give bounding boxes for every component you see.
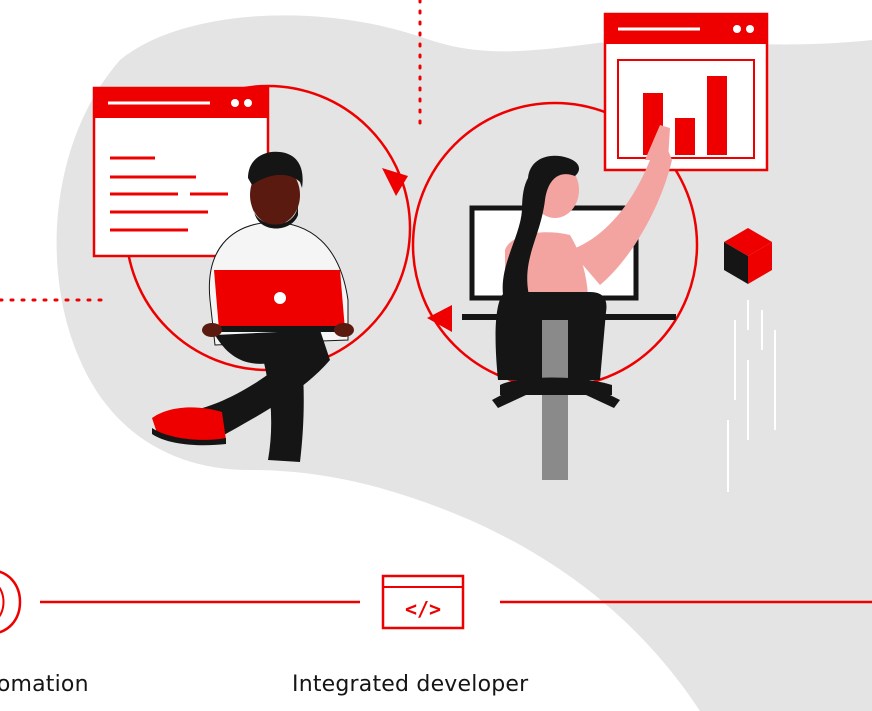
integrated-developer-label: Integrated developer [292, 672, 529, 697]
automation-label: tomation [0, 672, 89, 697]
code-icon: </> [381, 574, 465, 630]
developer-man [152, 151, 354, 462]
automation-circle-icon [0, 570, 22, 634]
analyst-woman [492, 125, 672, 480]
code-window [92, 86, 270, 258]
code-icon-glyph: </> [405, 597, 441, 621]
chart-window [603, 12, 769, 172]
arrow-left-icon [427, 305, 452, 332]
cube-icon [724, 228, 776, 492]
arrow-right-icon [382, 168, 408, 196]
